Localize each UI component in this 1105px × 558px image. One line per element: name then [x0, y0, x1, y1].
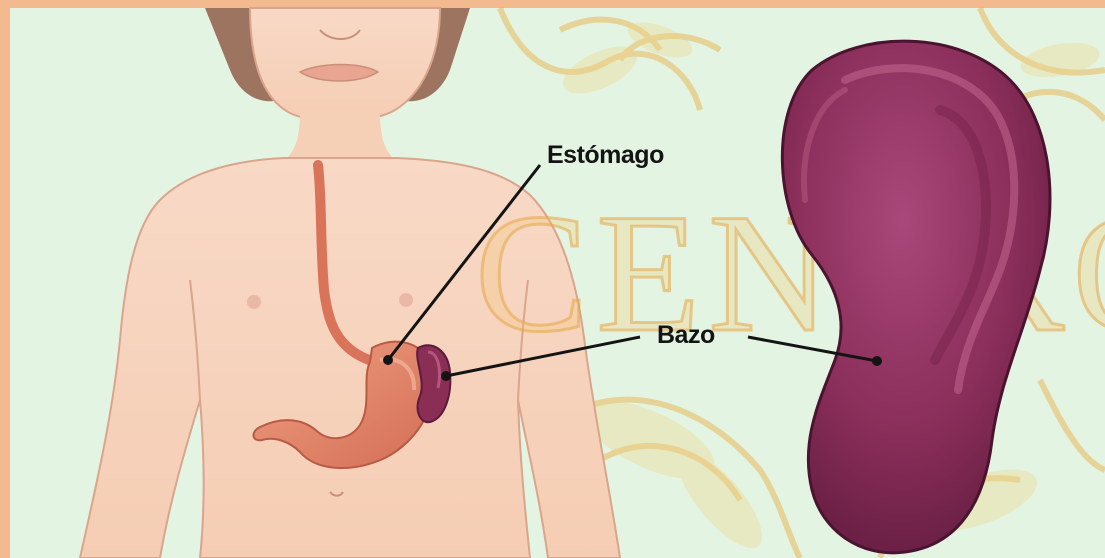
neck: [285, 110, 395, 160]
spleen-enlarged-leader-dot: [872, 356, 882, 366]
stomach-leader-dot: [383, 355, 393, 365]
stomach-label: Estómago: [547, 141, 664, 169]
spleen-leader-dot: [441, 371, 451, 381]
spleen-label: Bazo: [657, 321, 715, 349]
right-nipple: [399, 293, 413, 307]
left-nipple: [247, 295, 261, 309]
